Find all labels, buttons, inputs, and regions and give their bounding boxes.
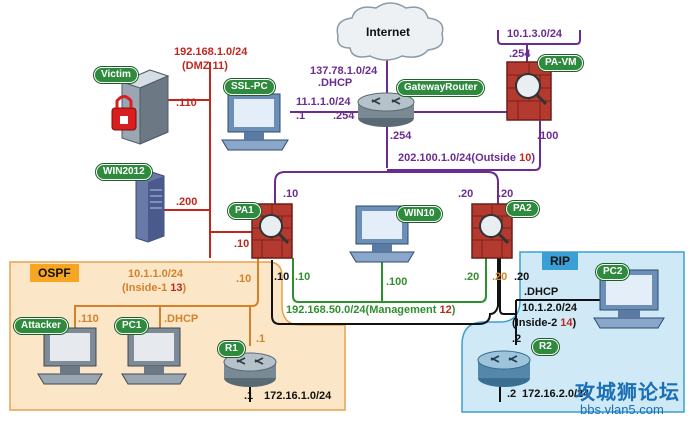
management-network: 192.168.50.0/24(Management 12) bbox=[286, 304, 455, 316]
sslpc-router: .254 bbox=[333, 110, 355, 122]
sslpc-subnet: 11.1.1.0/24 bbox=[296, 96, 351, 108]
attacker-ip: .110 bbox=[78, 313, 99, 325]
pc1-icon bbox=[121, 327, 187, 385]
r2-bottom-ip: .2 bbox=[507, 388, 517, 400]
ospf-zone-label: OSPF bbox=[30, 264, 79, 282]
gateway-router-icon bbox=[357, 92, 415, 127]
pa1-inside-ip: .10 bbox=[236, 273, 252, 285]
dmz-name: (DMZ 11) bbox=[182, 60, 228, 72]
pa2-inside-ip: .20 bbox=[514, 271, 530, 283]
device-label-r1: R1 bbox=[218, 341, 245, 357]
device-label-pc1: PC1 bbox=[115, 318, 149, 334]
pa2-outside-ip-a: .20 bbox=[458, 188, 474, 200]
pa2-mgmt-ip-a: .20 bbox=[464, 271, 480, 283]
outside-subnet: 202.100.1.0/24 bbox=[398, 152, 472, 164]
win2012-server-icon bbox=[135, 171, 165, 243]
pavm-outside-ip: .100 bbox=[537, 130, 559, 142]
management-name: (Management bbox=[365, 304, 440, 316]
r1-subnet: 172.16.1.0/24 bbox=[264, 390, 332, 402]
ha-link bbox=[271, 258, 499, 325]
device-label-attacker: Attacker bbox=[14, 318, 69, 334]
r2-subnet: 172.16.2.0/24 bbox=[522, 388, 590, 400]
pa2-firewall-icon bbox=[471, 203, 513, 259]
device-label-r2: R2 bbox=[532, 339, 559, 355]
r1-router-icon bbox=[223, 352, 277, 387]
rip-zone-label: RIP bbox=[542, 252, 579, 270]
management-bus bbox=[292, 258, 487, 303]
device-label-gateway-router: GatewayRouter bbox=[397, 80, 485, 96]
link-pavm-outside bbox=[387, 150, 541, 171]
inside1-name: (Inside-1 13) bbox=[122, 282, 186, 294]
pa1-dmz-ip: .10 bbox=[234, 238, 250, 250]
pavm-firewall-icon bbox=[506, 61, 552, 150]
ssl-pc-icon bbox=[221, 93, 289, 151]
management-subnet: 192.168.50.0/24 bbox=[286, 304, 366, 316]
pc1-ip: .DHCP bbox=[164, 313, 199, 325]
outside-network: 202.100.1.0/24(Outside 10) bbox=[398, 152, 535, 164]
pavm-subnet-bracket bbox=[497, 30, 581, 45]
r1-bottom-ip: .1 bbox=[244, 390, 254, 402]
device-label-pa1: PA1 bbox=[228, 203, 261, 219]
sslpc-host: .1 bbox=[296, 110, 306, 122]
dmz-close: ) bbox=[224, 60, 228, 72]
inside2-close: ) bbox=[572, 317, 577, 329]
gw-outside-ip: .254 bbox=[390, 130, 412, 142]
pa2-mgmt-ip-b: .20 bbox=[492, 271, 508, 283]
outside-close: ) bbox=[531, 152, 535, 164]
outside-name: (Outside bbox=[471, 152, 520, 164]
win10-pc-icon bbox=[349, 205, 415, 263]
pa1-mgmt-ip-a: .10 bbox=[274, 271, 290, 283]
pa1-outside-ip: .10 bbox=[283, 188, 299, 200]
management-vlan: 12 bbox=[439, 304, 452, 316]
ha-link-2 bbox=[499, 258, 517, 330]
pavm-host: .254 bbox=[509, 48, 531, 60]
inside1-vlan: 13 bbox=[170, 282, 183, 294]
inside2-name: (Inside-2 14) bbox=[512, 317, 576, 329]
pa2-outside-ip-b: .20 bbox=[498, 188, 514, 200]
inside2-dhcp: .DHCP bbox=[524, 286, 559, 298]
r2-top-ip: .2 bbox=[512, 333, 522, 345]
attacker-pc-icon bbox=[37, 327, 103, 385]
device-label-pa-vm: PA-VM bbox=[538, 55, 584, 71]
r2-router-icon bbox=[477, 350, 531, 387]
dmz-subnet: 192.168.1.0/24 bbox=[174, 46, 248, 58]
pa1-mgmt-ip-b: .10 bbox=[295, 271, 311, 283]
inside2-vlan: 14 bbox=[560, 317, 573, 329]
pavm-subnet: 10.1.3.0/24 bbox=[507, 28, 563, 40]
victim-server-icon bbox=[111, 69, 170, 145]
victim-ip: .110 bbox=[176, 97, 197, 109]
device-label-pc2: PC2 bbox=[596, 264, 630, 280]
device-label-pa2: PA2 bbox=[506, 201, 539, 217]
watermark-title: 攻城狮论坛 bbox=[575, 380, 680, 404]
device-label-ssl-pc: SSL-PC bbox=[224, 79, 275, 95]
internet-cloud bbox=[336, 2, 444, 61]
win10-ip: .100 bbox=[386, 276, 408, 288]
device-label-victim: Victim bbox=[94, 67, 138, 83]
watermark-url: bbs.vlan5.com bbox=[580, 402, 664, 417]
dmz-name-text: (DMZ bbox=[182, 60, 213, 72]
inside1-name-text: (Inside-1 bbox=[122, 282, 171, 294]
outside-vlan: 10 bbox=[519, 152, 532, 164]
internet-subnet: 137.78.1.0/24 bbox=[310, 65, 378, 77]
inside2-name-text: (Inside-2 bbox=[512, 317, 561, 329]
win2012-ip: .200 bbox=[176, 196, 198, 208]
dmz-vlan: 11 bbox=[212, 60, 225, 72]
inside1-subnet: 10.1.1.0/24 bbox=[128, 268, 184, 280]
internet-dhcp: .DHCP bbox=[318, 77, 353, 89]
device-label-win10: WIN10 bbox=[397, 206, 442, 222]
internet-label: Internet bbox=[366, 25, 411, 39]
inside1-bus bbox=[74, 245, 259, 330]
inside1-close: ) bbox=[182, 282, 187, 294]
management-close: ) bbox=[451, 304, 456, 316]
device-label-win2012: WIN2012 bbox=[96, 164, 152, 180]
inside2-subnet: 10.1.2.0/24 bbox=[522, 302, 578, 314]
outside-bus bbox=[274, 171, 499, 212]
r1-top-ip: .1 bbox=[256, 333, 266, 345]
